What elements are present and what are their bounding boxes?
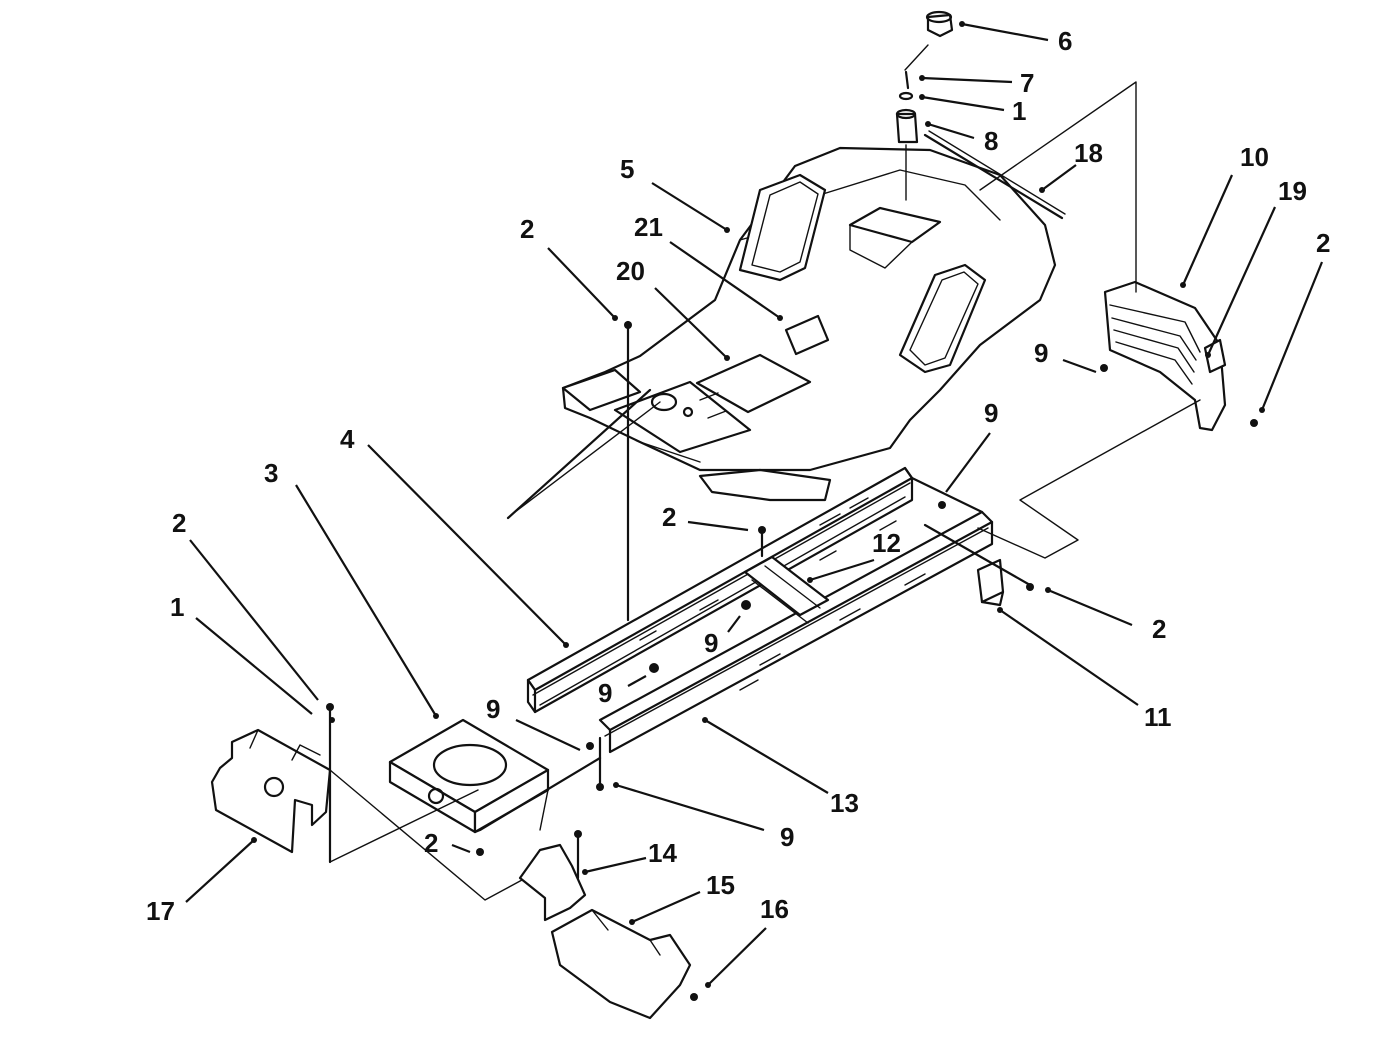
- rear-fender: [1103, 280, 1227, 432]
- callout-12: 12: [872, 528, 901, 558]
- callout-19: 19: [1278, 176, 1307, 206]
- assembly-lines: [329, 81, 1201, 901]
- callout-1: 1: [170, 592, 184, 622]
- callout-2: 2: [662, 502, 676, 532]
- callout-2: 2: [520, 214, 534, 244]
- callout-17: 17: [146, 896, 175, 926]
- callout-9: 9: [598, 678, 612, 708]
- front-bumper: [210, 728, 332, 854]
- steering-hardware: [895, 10, 1066, 220]
- callout-2: 2: [1316, 228, 1330, 258]
- callout-11: 11: [1144, 702, 1172, 732]
- callout-18: 18: [1074, 138, 1103, 168]
- main-frame: [526, 466, 994, 754]
- side-guard: [518, 843, 587, 922]
- seat-pan: [506, 146, 1057, 520]
- callout-14: 14: [648, 838, 677, 868]
- fasteners: [326, 320, 1258, 1001]
- callout-13: 13: [830, 788, 859, 818]
- callout-leaders: [185, 21, 1324, 988]
- callout-2: 2: [172, 508, 186, 538]
- callout-1: 1: [1012, 96, 1026, 126]
- callout-7: 7: [1020, 68, 1034, 98]
- lower-shield: [550, 908, 692, 1020]
- callout-15: 15: [706, 870, 735, 900]
- callout-10: 10: [1240, 142, 1269, 172]
- callout-9: 9: [486, 694, 500, 724]
- callout-9: 9: [780, 822, 794, 852]
- callout-4: 4: [340, 424, 355, 454]
- callout-6: 6: [1058, 26, 1072, 56]
- callout-21: 21: [634, 212, 663, 242]
- callout-3: 3: [264, 458, 278, 488]
- callout-2: 2: [424, 828, 438, 858]
- front-mount-plate: [388, 718, 602, 834]
- callout-9: 9: [704, 628, 718, 658]
- callout-9: 9: [984, 398, 998, 428]
- callout-20: 20: [616, 256, 645, 286]
- callout-2: 2: [1152, 614, 1166, 644]
- callout-labels: 6 7 1 8 18 5 10 19 2 21 2 20 9 9 4 3 2 1…: [146, 26, 1330, 926]
- callout-9: 9: [1034, 338, 1048, 368]
- callout-8: 8: [984, 126, 998, 156]
- callout-5: 5: [620, 154, 634, 184]
- callout-16: 16: [760, 894, 789, 924]
